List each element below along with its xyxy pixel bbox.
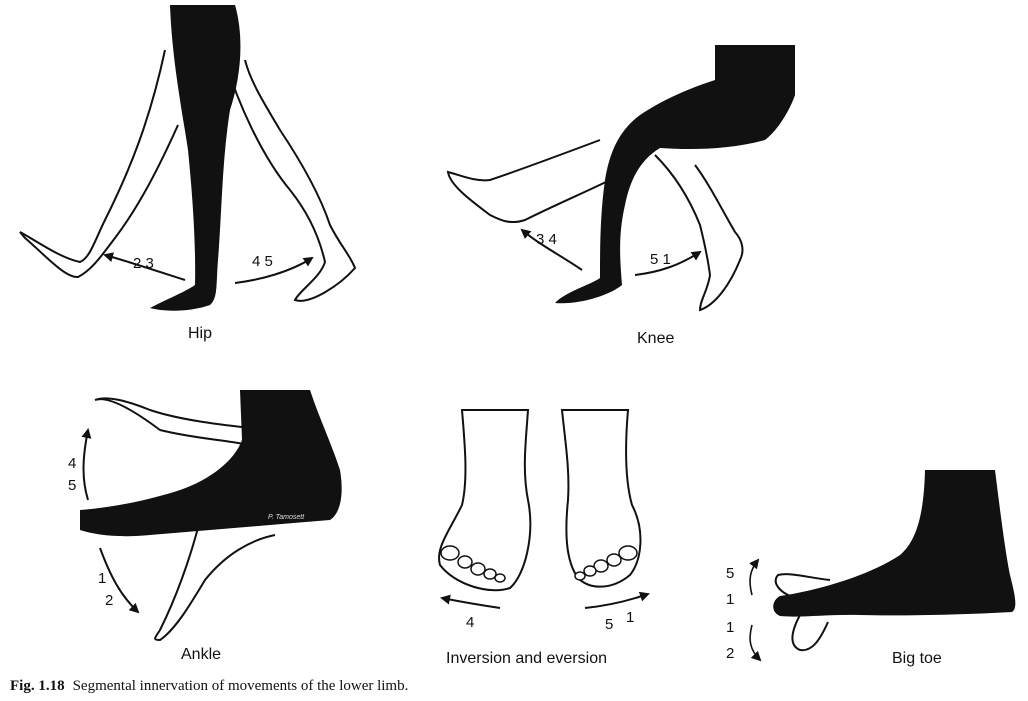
eversion-segment-b: 1	[626, 609, 635, 626]
ankle-down-segment-bottom: 2	[105, 592, 114, 609]
knee-right-arrow	[634, 250, 702, 276]
right-toes	[574, 545, 638, 581]
ankle-up-arrow	[81, 428, 92, 501]
hip-black-leg	[150, 5, 241, 311]
ankle-down-segment-top: 1	[98, 570, 107, 587]
big-toe-black-foot	[773, 470, 1016, 617]
ankle-down-arrow	[99, 547, 140, 614]
big-toe-segment-1: 5	[726, 565, 735, 582]
inversion-eversion-label: Inversion and eversion	[446, 650, 607, 667]
hip-label: Hip	[188, 325, 213, 342]
knee-left-arrow	[520, 228, 583, 271]
right-foot-outline	[560, 409, 642, 588]
left-toes	[440, 545, 506, 583]
knee-right-segments: 5 1	[650, 251, 671, 268]
hip-left-arrow	[103, 252, 186, 281]
knee-flexed-leg-outline	[654, 154, 744, 312]
inversion-segment: 4	[466, 614, 475, 631]
big-toe-segment-3: 1	[726, 619, 735, 636]
eversion-arrow	[584, 591, 650, 609]
hip-back-leg-outline	[19, 49, 179, 279]
artist-signature: P. Tamosett	[268, 514, 305, 521]
caption-text: Segmental innervation of movements of th…	[72, 678, 409, 694]
knee-black-thigh	[555, 45, 795, 304]
figure-caption: Fig. 1.18 Segmental innervation of moveme…	[10, 678, 408, 695]
left-foot-outline	[438, 409, 532, 592]
big-toe-segment-4: 2	[726, 645, 735, 662]
big-toe-down-arrow	[749, 624, 762, 662]
figure-number: Fig. 1.18	[10, 678, 65, 694]
knee-left-segments: 3 4	[536, 231, 557, 248]
knee-illustration	[446, 45, 795, 312]
hip-illustration	[19, 5, 357, 311]
hip-left-segments: 2 3	[133, 255, 154, 272]
big-toe-label: Big toe	[892, 650, 942, 667]
hip-front-leg-outline	[224, 59, 357, 302]
ankle-up-segment-top: 4	[68, 455, 77, 472]
knee-extended-leg-outline	[446, 139, 611, 224]
hip-right-arrow	[234, 256, 314, 284]
inversion-eversion-illustration	[438, 409, 650, 609]
ankle-plantarflexed-outline	[154, 519, 276, 642]
big-toe-illustration	[749, 470, 1016, 662]
big-toe-up-arrow	[749, 558, 760, 596]
eversion-segment-a: 5	[605, 616, 614, 633]
ankle-up-segment-bottom: 5	[68, 477, 77, 494]
inversion-arrow	[440, 594, 501, 609]
big-toe-down-outline	[791, 614, 829, 652]
hip-right-segments: 4 5	[252, 253, 273, 270]
ankle-illustration	[80, 390, 342, 642]
ankle-label: Ankle	[181, 646, 222, 663]
ankle-black-foot	[80, 390, 342, 537]
knee-label: Knee	[637, 330, 675, 347]
big-toe-segment-2: 1	[726, 591, 735, 608]
